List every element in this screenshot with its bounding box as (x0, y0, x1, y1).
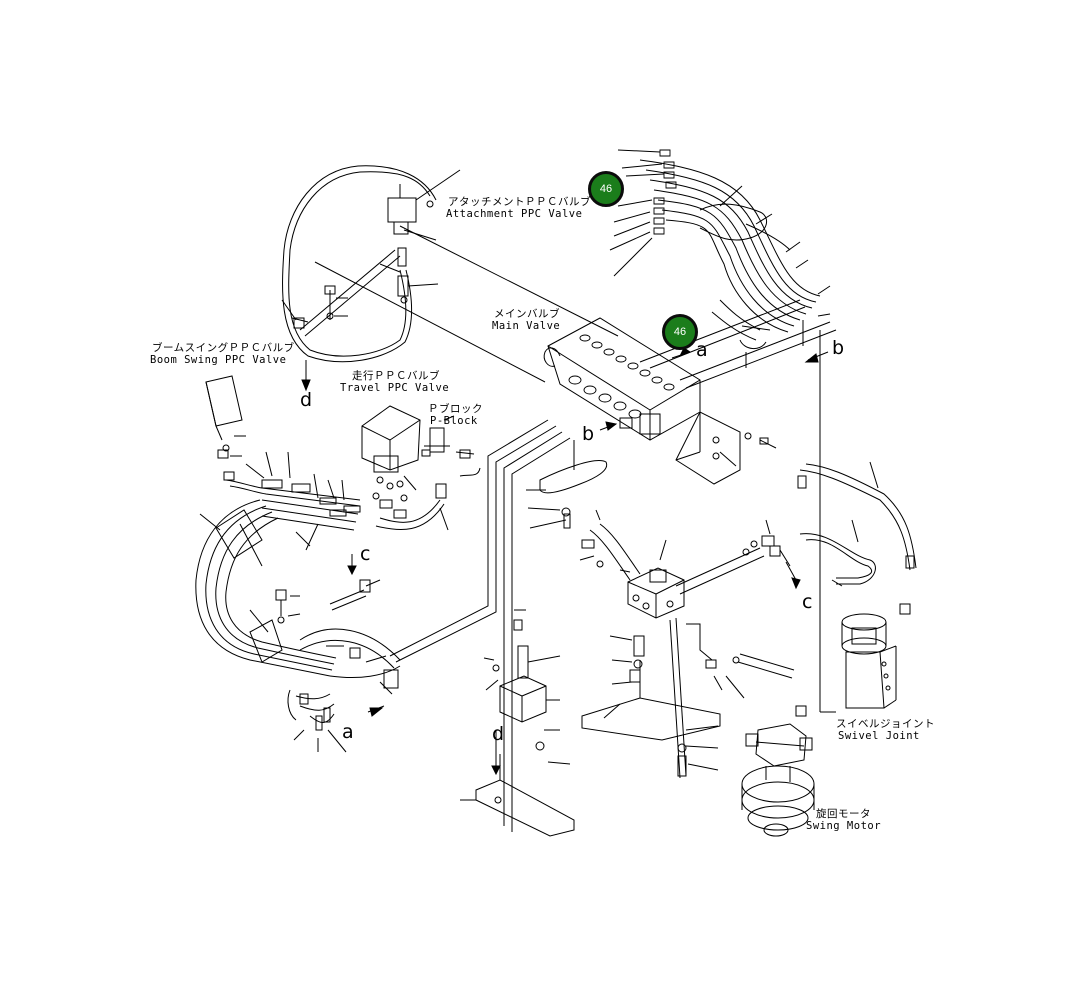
main-valve-clamp (526, 440, 607, 528)
lower-block (460, 610, 574, 836)
part-callout-46-lower[interactable]: 46 (662, 314, 698, 350)
boom-swing-ppc-valve (206, 376, 246, 480)
boom-swing-ppc-valve-en: Boom Swing PPC Valve (150, 354, 287, 366)
lower-left-hose-loop (196, 500, 400, 752)
main-valve-jp: メインバルブ (494, 308, 560, 320)
view-letter-a-upper: a (696, 339, 708, 361)
swing-motor-en: Swing Motor (806, 820, 882, 832)
main-valve-en: Main Valve (492, 320, 561, 332)
center-valve-assembly (580, 510, 794, 778)
travel-ppc-valve-en: Travel PPC Valve (340, 382, 450, 394)
valve-bracket-right (676, 412, 776, 484)
swivel-joint-jp: スイベルジョイント (836, 718, 935, 730)
attachment-hose-bundle (610, 150, 830, 368)
part-callout-46-upper[interactable]: 46 (588, 171, 624, 207)
main-pipe-run (390, 420, 570, 832)
travel-ppc-valve-jp: 走行ＰＰＣバルブ (352, 370, 440, 382)
swing-motor (742, 706, 814, 836)
attachment-hose-loop (282, 166, 618, 390)
p-block-en: P-Block (430, 415, 478, 427)
p-block (422, 416, 480, 476)
ppc-hose-bundle (226, 452, 448, 530)
attachment-ppc-valve-en: Attachment PPC Valve (446, 208, 583, 220)
swivel-hoses (743, 330, 916, 712)
main-valve (544, 300, 836, 440)
boom-swing-ppc-valve-jp: ブームスイングＰＰＣバルブ (152, 342, 295, 354)
view-letter-a-lower: a (342, 721, 354, 743)
swing-motor-jp: 旋回モータ (816, 808, 871, 820)
view-letter-d-upper: d (300, 389, 313, 411)
swivel-joint-en: Swivel Joint (838, 730, 920, 742)
attachment-ppc-valve-jp: アタッチメントＰＰＣバルブ (448, 196, 591, 208)
view-letter-c-left: c (360, 543, 371, 565)
view-letter-b-right: b (832, 337, 845, 359)
travel-ppc-valve (362, 406, 420, 518)
p-block-jp: Ｐブロック (428, 403, 483, 415)
view-letter-c-right: c (802, 591, 813, 613)
view-letter-b-center: b (582, 423, 595, 445)
view-letter-d-lower: d (492, 723, 505, 745)
